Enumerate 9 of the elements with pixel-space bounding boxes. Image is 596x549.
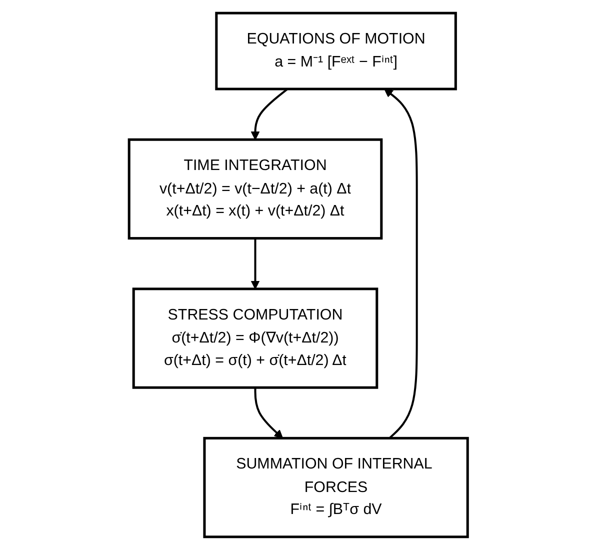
node-box bbox=[202, 436, 469, 538]
arrow bbox=[254, 387, 283, 438]
arrow bbox=[250, 238, 260, 289]
arrow bbox=[384, 88, 418, 438]
node-box bbox=[127, 138, 382, 240]
arrow bbox=[250, 88, 288, 140]
node-box bbox=[132, 287, 378, 388]
node-box bbox=[214, 11, 457, 90]
cycle-diagram: EQUATIONS OF MOTION a = M⁻¹ [Fᵉˣᵗ − Fⁱⁿᵗ] TIME INTEGRATION v(t+Δt/2) = v(t−Δt/2) + a(t) Δt x(t+Δt) = x(t) + v(t+Δt/2) Δt STRESS COMPUTATION σ̇(t+Δt/2) = Φ(∇v(t+Δt/2)) σ(t+Δt) = σ(t) + σ̇(t+Δt/2) Δt SUMMATION OF INTERNAL FORCES Fⁱⁿᵗ = ∫Bᵀσ dV bbox=[120, 4, 476, 544]
